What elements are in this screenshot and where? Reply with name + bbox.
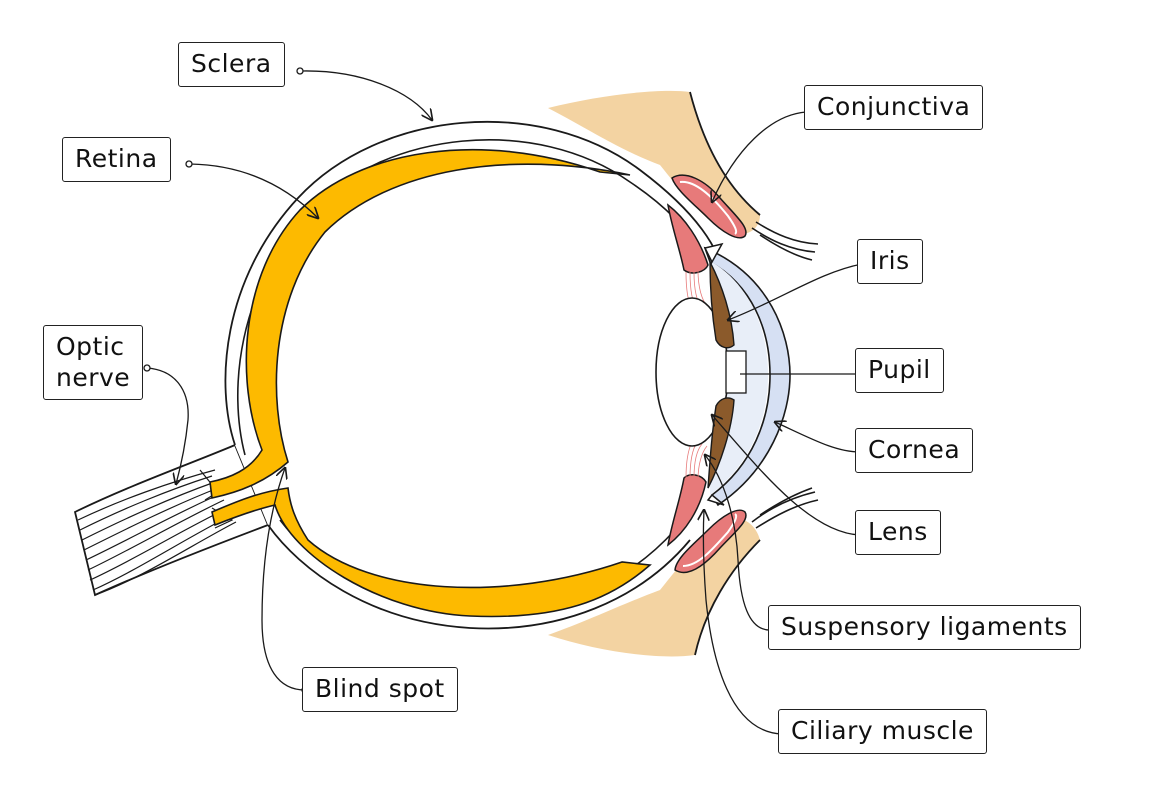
- label-ciliary-muscle: Ciliary muscle: [778, 709, 987, 754]
- label-suspensory-ligaments: Suspensory ligaments: [768, 605, 1081, 650]
- leader-lines: [146, 70, 863, 735]
- label-optic-nerve-line-1: Optic: [56, 332, 125, 361]
- optic-nerve: [73, 443, 270, 597]
- retina: [209, 148, 652, 618]
- label-sclera: Sclera: [178, 42, 285, 87]
- eyelashes: [751, 221, 819, 529]
- conjunctiva: [671, 174, 747, 574]
- label-iris: Iris: [857, 239, 923, 284]
- label-cornea: Cornea: [855, 428, 974, 473]
- label-optic-nerve-line-2: nerve: [56, 362, 131, 392]
- label-conjunctiva: Conjunctiva: [804, 85, 984, 130]
- label-pupil: Pupil: [855, 348, 944, 393]
- sclera: [224, 120, 723, 631]
- label-blind-spot: Blind spot: [302, 667, 458, 712]
- label-retina: Retina: [62, 137, 171, 182]
- label-lens: Lens: [855, 510, 941, 555]
- label-optic-nerve: Optic nerve: [43, 325, 144, 400]
- pupil: [725, 350, 747, 394]
- ciliary-muscle: [666, 203, 709, 547]
